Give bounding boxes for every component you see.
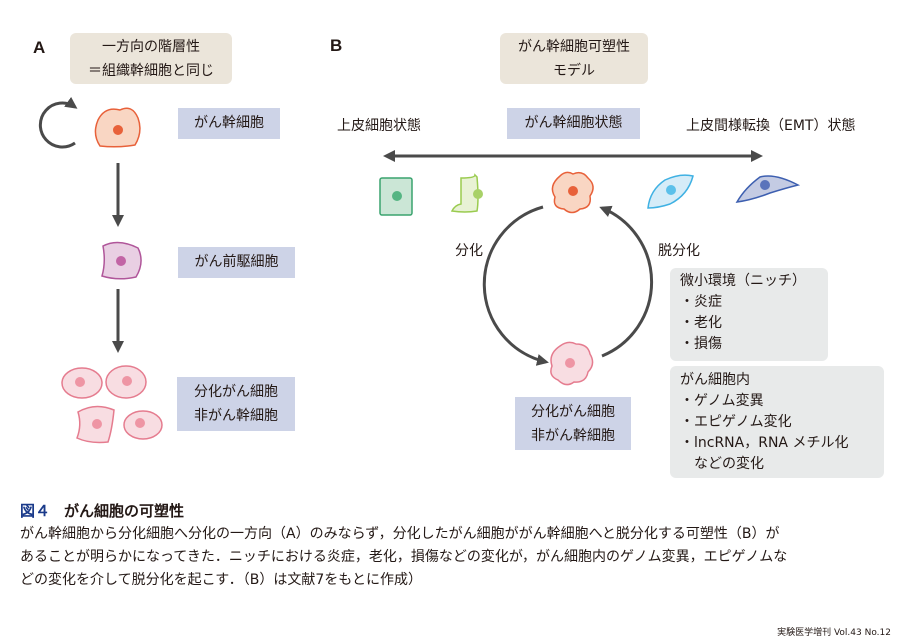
panel-b-header: がん幹細胞可塑性 モデル: [500, 33, 648, 84]
stage-label-progenitor: がん前駆細胞: [178, 247, 295, 278]
differentiated-cells: [61, 365, 163, 444]
panel-a-label: A: [33, 38, 46, 57]
differentiation-arrow: [482, 205, 549, 366]
footer: 実験医学増刊 Vol.43 No.12: [777, 628, 891, 638]
caption-heading: 図４ がん細胞の可塑性: [20, 500, 184, 521]
dedifferentiation-arrow: [599, 205, 654, 358]
bottom-cell-label: 分化がん細胞 非がん幹細胞: [515, 397, 631, 450]
niche-box: 微小環境（ニッチ） ・炎症 ・老化 ・損傷: [670, 268, 828, 361]
niche-item: ・老化: [680, 315, 722, 331]
self-renewal-arrow: [38, 96, 78, 149]
intracellular-item: ・lncRNA，RNA メチル化: [680, 435, 849, 451]
epithelial-state-label: 上皮細胞状態: [337, 118, 421, 134]
intracellular-box: がん細胞内 ・ゲノム変異 ・エピゲノム変化 ・lncRNA，RNA メチル化 な…: [670, 366, 884, 478]
intracellular-item: ・エピゲノム変化: [680, 414, 792, 430]
header-line: モデル: [553, 63, 595, 79]
label-line: 分化がん細胞: [194, 384, 278, 400]
differentiation-label: 分化: [455, 243, 483, 259]
niche-item: ・炎症: [680, 294, 722, 310]
niche-item: ・損傷: [680, 336, 722, 352]
diagram-graphics: [38, 96, 801, 444]
figure-number: 図４: [20, 502, 51, 520]
dedifferentiation-label: 脱分化: [658, 243, 700, 259]
header-line: ＝組織幹細胞と同じ: [88, 63, 214, 79]
stage-label-differentiated: 分化がん細胞 非がん幹細胞: [177, 377, 295, 431]
panel-a-header: 一方向の階層性 ＝組織幹細胞と同じ: [70, 33, 232, 84]
niche-title: 微小環境（ニッチ）: [680, 273, 806, 289]
emt-state-label: 上皮間様転換（EMT）状態: [686, 118, 856, 134]
header-line: がん幹細胞可塑性: [518, 39, 630, 55]
caption-line: どの変化を介して脱分化を起こす．（B）は文献7をもとに作成）: [20, 572, 422, 588]
figure-title: がん細胞の可塑性: [64, 502, 185, 520]
stage-label-stem: がん幹細胞: [178, 108, 280, 139]
label-line: 非がん幹細胞: [531, 428, 615, 444]
intracellular-item: ・ゲノム変異: [680, 393, 764, 409]
caption-line: あることが明らかになってきた．ニッチにおける炎症，老化，損傷などの変化が，がん細…: [20, 549, 788, 565]
stem-state-label: がん幹細胞状態: [507, 108, 640, 139]
header-line: 一方向の階層性: [102, 39, 200, 55]
intracellular-item: などの変化: [680, 456, 764, 472]
panel-b-label: B: [330, 36, 343, 55]
caption-line: がん幹細胞から分化細胞へ分化の一方向（A）のみならず，分化したがん細胞ががん幹細…: [20, 526, 780, 542]
intracellular-title: がん細胞内: [680, 372, 750, 388]
epithelial-like-cell: [450, 173, 479, 213]
label-line: 非がん幹細胞: [194, 408, 278, 424]
label-line: 分化がん細胞: [531, 404, 615, 420]
